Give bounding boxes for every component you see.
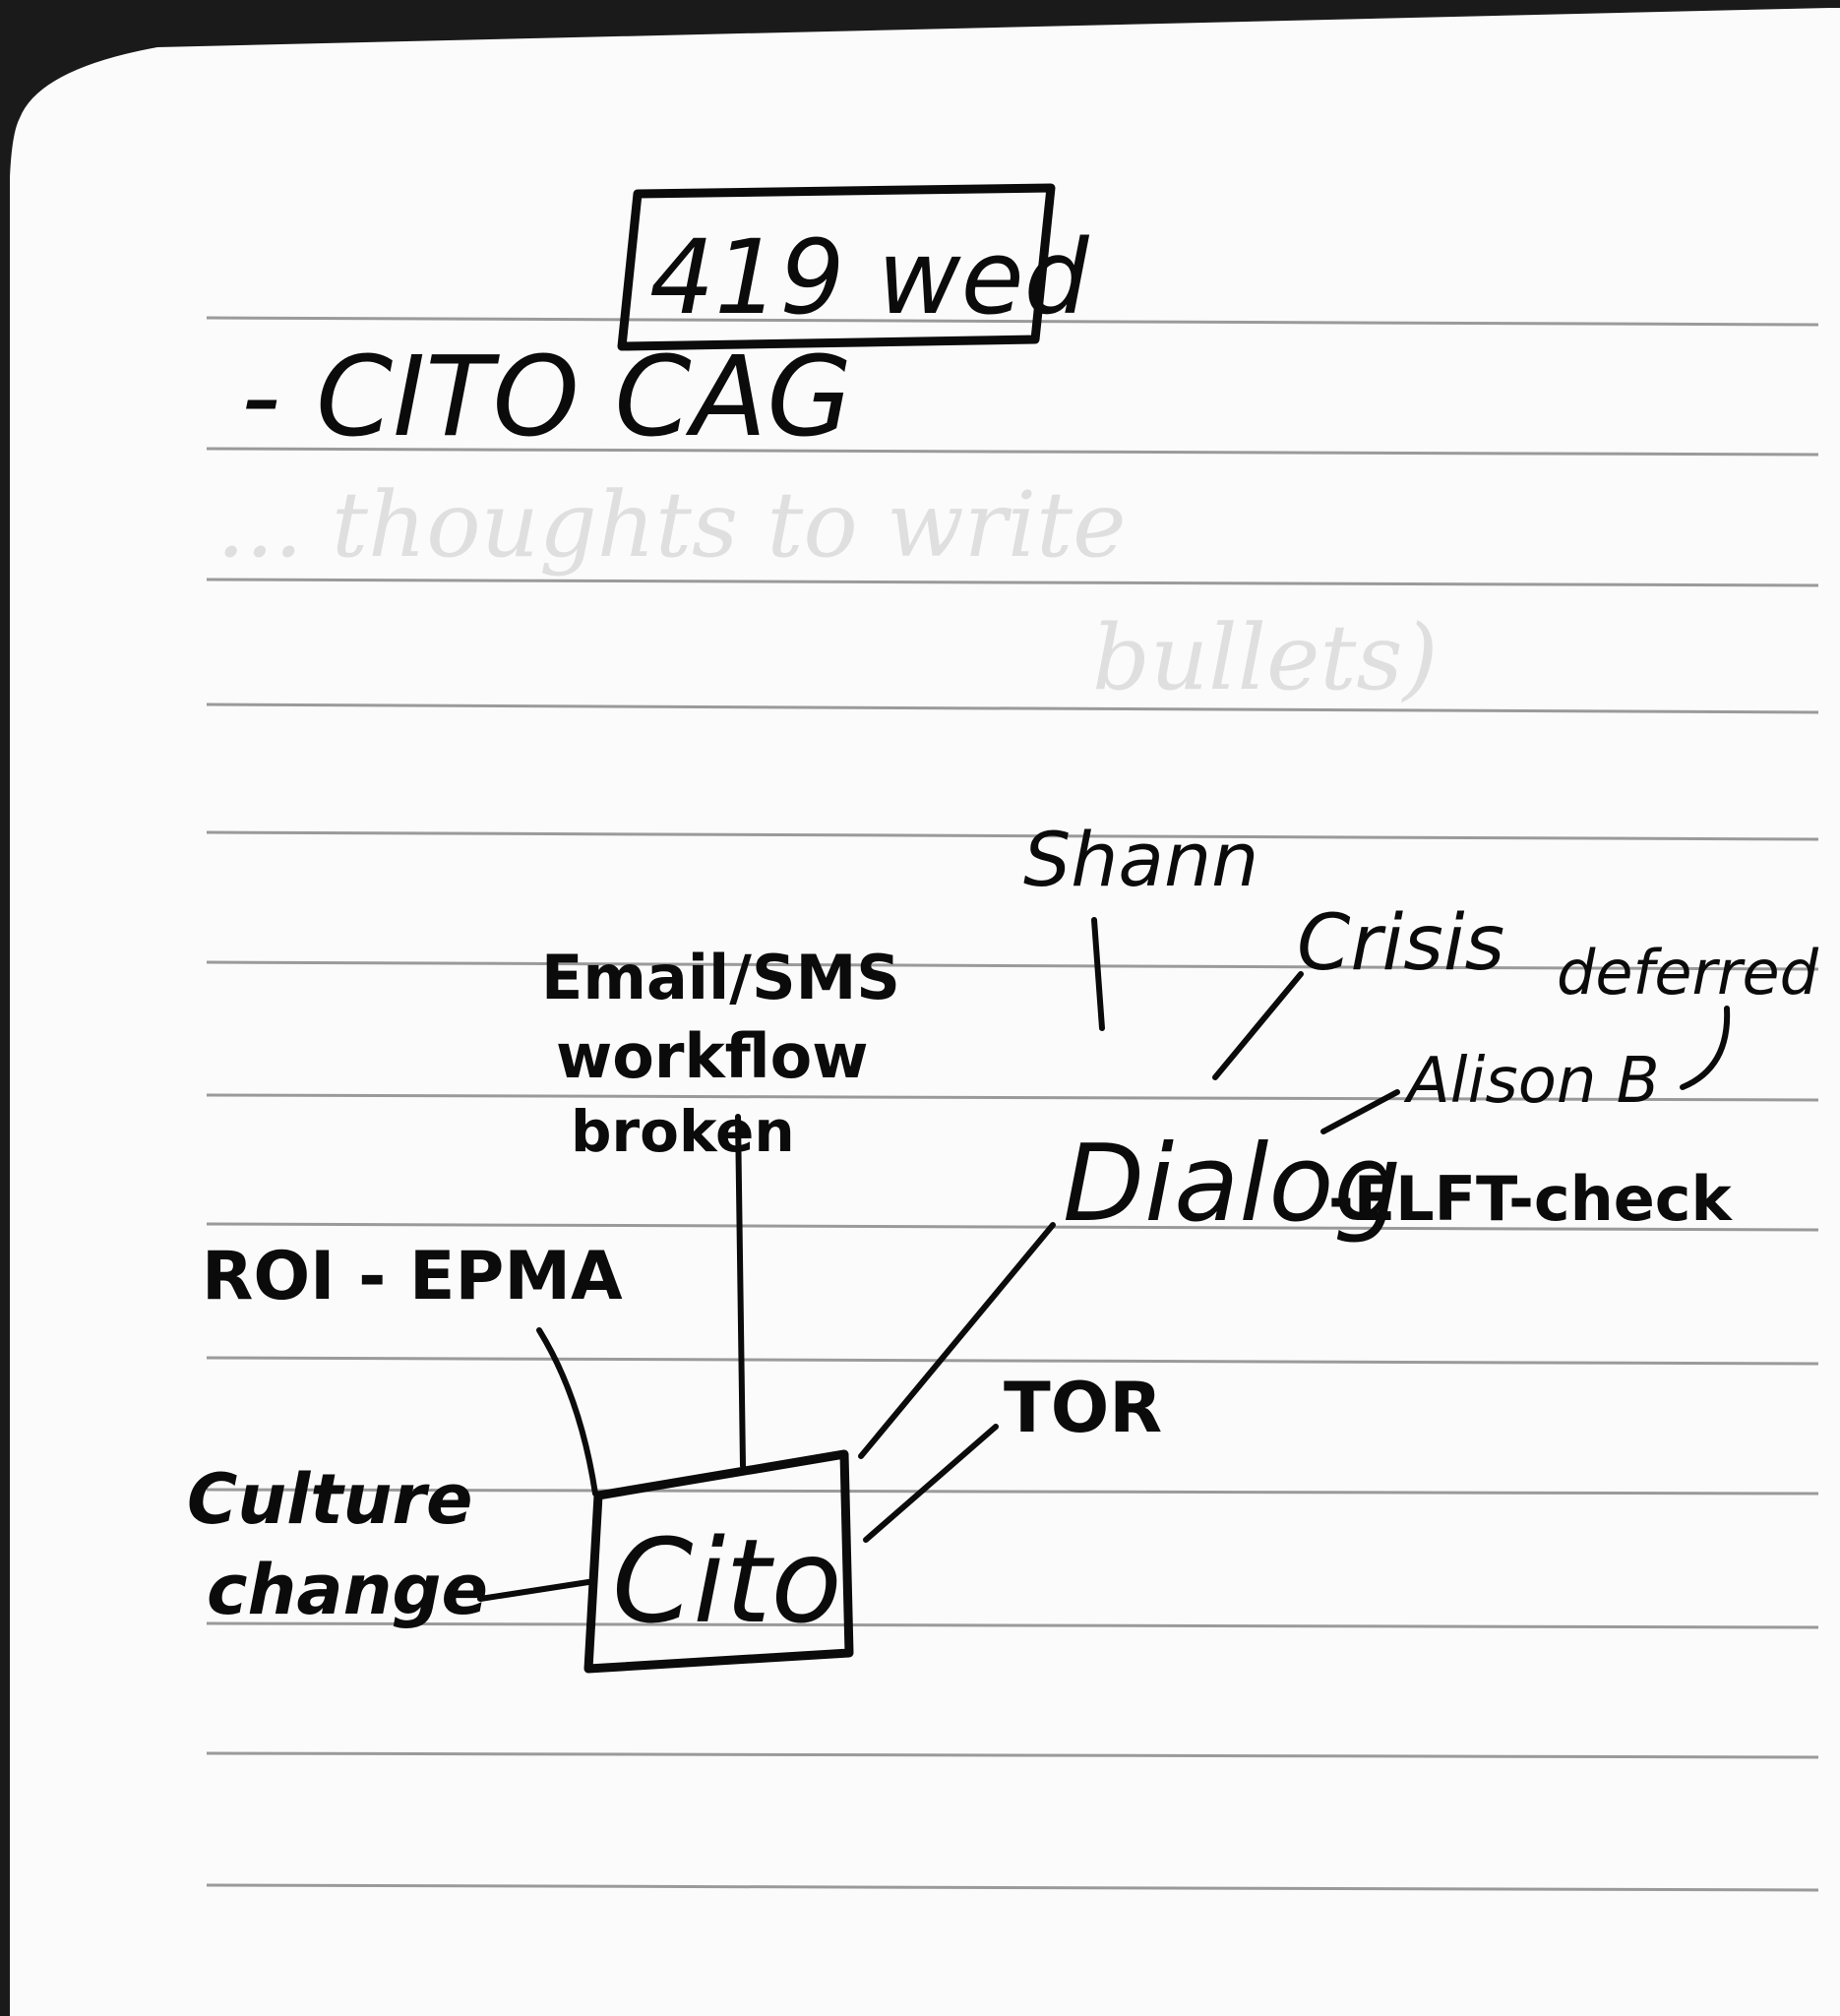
date-box-text: 419 wed [649, 217, 1090, 337]
connector-shann [1091, 917, 1105, 1031]
ruled-lines [206, 316, 1819, 1892]
email-label-line-1: Email/SMS [541, 942, 900, 1013]
bleed-through-line-2: bullets) [1092, 605, 1439, 710]
bleed-through-writing: ... thoughts to write bullets) [216, 472, 1439, 710]
shann-label: Shann [1023, 816, 1258, 903]
mind-map-connectors [477, 917, 1731, 1674]
deferred-label: deferred [1557, 937, 1819, 1008]
connector-roi [536, 1327, 598, 1497]
email-label-line-3: broken [571, 1098, 795, 1165]
mind-map-labels: Cito Email/SMS workflow broken ROI - EPM… [187, 816, 1819, 1649]
roi-label: ROI - EPMA [202, 1238, 623, 1315]
paper-sheet [10, 8, 1840, 2016]
dialog-label: Dialog [1063, 1123, 1401, 1246]
date-box: 419 wed [617, 183, 1090, 351]
elft-label: -ELFT-check [1328, 1163, 1734, 1235]
connector-email [735, 1114, 746, 1469]
connector-crisis [1212, 971, 1304, 1080]
culture-label-line-1: Culture [187, 1459, 473, 1540]
connector-culture [477, 1579, 591, 1602]
center-box [583, 1449, 854, 1674]
connector-alison [1320, 1089, 1400, 1134]
culture-label-line-2: change [207, 1550, 488, 1630]
crisis-label: Crisis [1297, 899, 1504, 988]
tor-label: TOR [1004, 1368, 1162, 1448]
connector-tor [863, 1424, 999, 1543]
bleed-through-line-1: ... thoughts to write [216, 472, 1127, 578]
connector-dialog [858, 1222, 1056, 1459]
header-line-item: - CITO CAG [241, 334, 852, 461]
alison-label: Alison B [1403, 1045, 1660, 1118]
email-label-line-2: workflow [556, 1020, 869, 1092]
connector-deferred [1680, 1006, 1731, 1090]
center-label: Cito [612, 1513, 842, 1649]
